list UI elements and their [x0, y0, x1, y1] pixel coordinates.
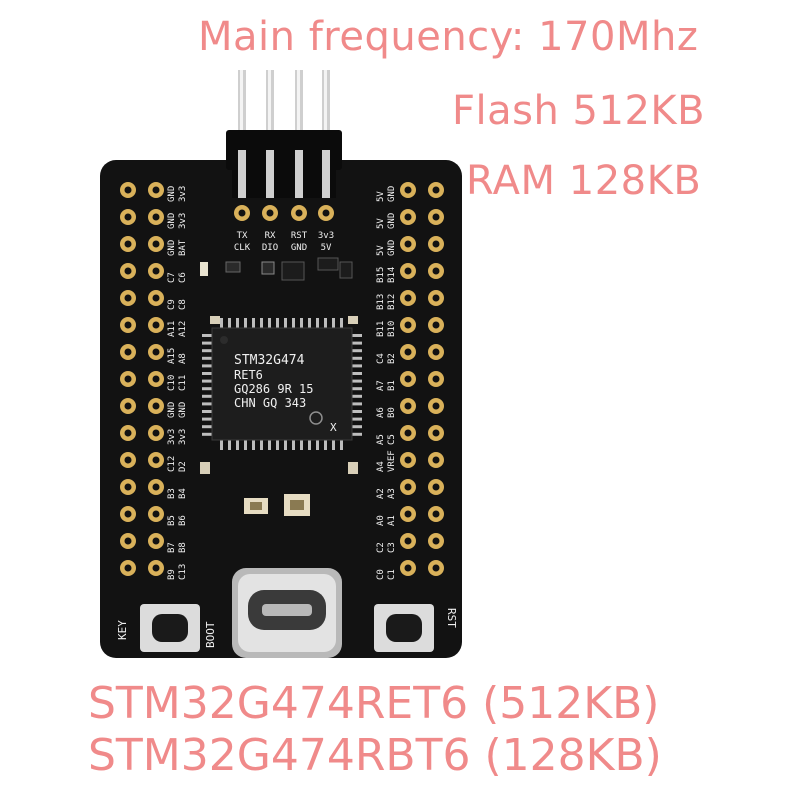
left-pin-label: D2: [178, 461, 188, 472]
right-pin-label: B14: [387, 267, 397, 283]
left-pin-label: C13: [178, 564, 188, 580]
key-button[interactable]: [140, 604, 200, 652]
left-pin-label: B4: [178, 488, 188, 499]
header-label-bottom: CLK: [234, 243, 251, 253]
header-pads: [234, 205, 334, 221]
header-label-top: RST: [291, 231, 308, 241]
left-pin-label: C12: [167, 456, 177, 472]
right-pin-pads: [400, 182, 444, 576]
model-rbt6: STM32G474RBT6 (128KB): [88, 730, 662, 781]
right-pin-label: GND: [387, 186, 397, 202]
left-pin-label: B8: [178, 542, 188, 553]
right-pin-label: A0: [376, 515, 386, 526]
chip-line-2: RET6: [234, 368, 263, 382]
left-pin-label: B6: [178, 515, 188, 526]
boot-label: BOOT: [204, 621, 217, 648]
right-pin-label: GND: [387, 240, 397, 256]
right-pin-label: B1: [387, 380, 397, 391]
left-pin-label: B3: [167, 488, 177, 499]
left-pin-label: B7: [167, 542, 177, 553]
right-pin-label: 5V: [376, 218, 386, 229]
spec-flash: Flash 512KB: [452, 88, 706, 134]
header-label-bottom: DIO: [262, 243, 278, 253]
right-pin-label: A1: [387, 515, 397, 526]
left-pin-label: 3v3: [167, 429, 177, 445]
right-pin-label: B10: [387, 321, 397, 337]
reset-button[interactable]: [374, 604, 434, 652]
usb-c-connector: [232, 568, 342, 658]
right-pin-label: GND: [387, 213, 397, 229]
right-pin-label: A3: [387, 488, 397, 499]
chip-line-3: GQ286 9R 15: [234, 382, 313, 396]
right-pin-label: A5: [376, 434, 386, 445]
header-label-bottom: 5V: [321, 243, 332, 253]
left-pin-label: A8: [178, 353, 188, 364]
left-pin-label: C8: [178, 299, 188, 310]
left-pin-label: C9: [167, 299, 177, 310]
left-pin-label: A12: [178, 321, 188, 337]
left-pin-label: BAT: [178, 239, 188, 256]
header-pins: [238, 70, 330, 150]
smd-components: [200, 316, 358, 516]
key-label: KEY: [116, 620, 129, 640]
right-pin-label: 5V: [376, 191, 386, 202]
right-pin-label: B12: [387, 294, 397, 310]
right-pin-label: B11: [376, 321, 386, 337]
right-pin-label: C0: [376, 569, 386, 580]
left-pin-label: GND: [167, 186, 177, 202]
right-pin-label: 5V: [376, 245, 386, 256]
left-pin-label: GND: [167, 213, 177, 229]
right-pin-label: C4: [376, 353, 386, 364]
header-label-bottom: GND: [291, 243, 307, 253]
right-pin-label: C1: [387, 569, 397, 580]
header-label-top: RX: [265, 231, 276, 241]
right-pin-label: A7: [376, 380, 386, 391]
chip-mark: X: [330, 421, 337, 434]
left-pin-label: 3v3: [178, 429, 188, 445]
right-pin-label: A4: [376, 461, 386, 472]
right-pin-label: B15: [376, 267, 386, 283]
right-pin-label: B0: [387, 407, 397, 418]
header-label-top: 3v3: [318, 231, 334, 241]
left-pin-label: A11: [167, 321, 177, 337]
left-pin-label: C7: [167, 272, 177, 283]
left-pin-label: 3v3: [178, 186, 188, 202]
left-pin-label: GND: [167, 240, 177, 256]
right-pin-label: C5: [387, 434, 397, 445]
chip-line-4: CHN GQ 343: [234, 396, 306, 410]
spec-frequency: Main frequency: 170Mhz: [198, 14, 699, 60]
header-label-top: TX: [237, 231, 248, 241]
left-pin-label: GND: [167, 402, 177, 418]
model-ret6: STM32G474RET6 (512KB): [88, 678, 660, 729]
header-housing: [226, 130, 342, 170]
left-pin-label: B9: [167, 569, 177, 580]
left-pin-label: A15: [167, 348, 177, 364]
left-pin-label: C6: [178, 272, 188, 283]
right-pin-label: C2: [376, 542, 386, 553]
right-pin-label: B13: [376, 294, 386, 310]
right-pin-label: A2: [376, 488, 386, 499]
left-pin-label: C11: [178, 375, 188, 391]
right-pin-label: B2: [387, 353, 397, 364]
left-pin-label: C10: [167, 375, 177, 391]
left-pin-pads: [120, 182, 164, 576]
right-pin-label: C3: [387, 542, 397, 553]
left-pin-label: GND: [178, 402, 188, 418]
right-pin-label: A6: [376, 407, 386, 418]
left-pin-label: B5: [167, 515, 177, 526]
left-pin-label: 3v3: [178, 213, 188, 229]
regulator-components: [200, 257, 353, 281]
rst-label: RST: [445, 608, 458, 628]
right-pin-label: VREF: [387, 450, 397, 472]
mcu-chip: STM32G474 RET6 GQ286 9R 15 CHN GQ 343 X: [202, 318, 362, 450]
chip-line-1: STM32G474: [234, 353, 305, 368]
spec-ram: RAM 128KB: [466, 158, 702, 204]
